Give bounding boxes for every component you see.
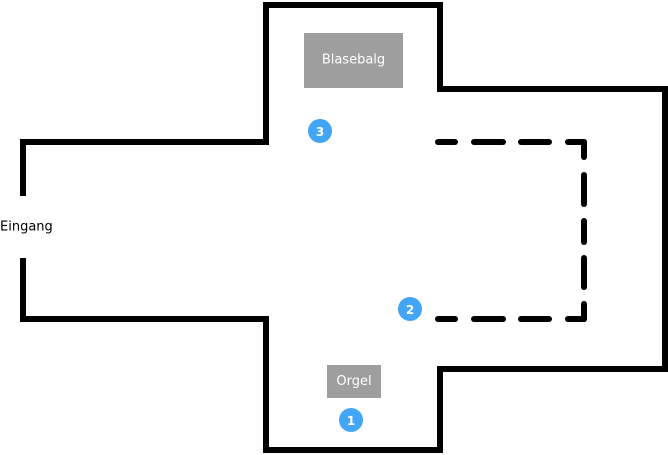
marker-1-label: 1 xyxy=(347,414,355,428)
wall-outline xyxy=(20,2,668,453)
marker-2-circle xyxy=(398,297,422,321)
object-blasebalg[interactable]: Blasebalg xyxy=(304,33,403,88)
marker-1[interactable]: 1 xyxy=(339,408,363,432)
marker-3-label: 3 xyxy=(316,125,324,139)
orgel-label: Orgel xyxy=(336,374,371,389)
marker-2-label: 2 xyxy=(406,303,414,317)
orgel-box xyxy=(327,365,381,398)
object-orgel[interactable]: Orgel xyxy=(327,365,381,398)
marker-2[interactable]: 2 xyxy=(398,297,422,321)
blasebalg-box xyxy=(304,33,403,88)
marker-1-circle xyxy=(339,408,363,432)
marker-3-circle xyxy=(308,119,332,143)
blasebalg-label: Blasebalg xyxy=(322,53,385,68)
marker-3[interactable]: 3 xyxy=(308,119,332,143)
entrance-label: Eingang xyxy=(0,220,53,235)
